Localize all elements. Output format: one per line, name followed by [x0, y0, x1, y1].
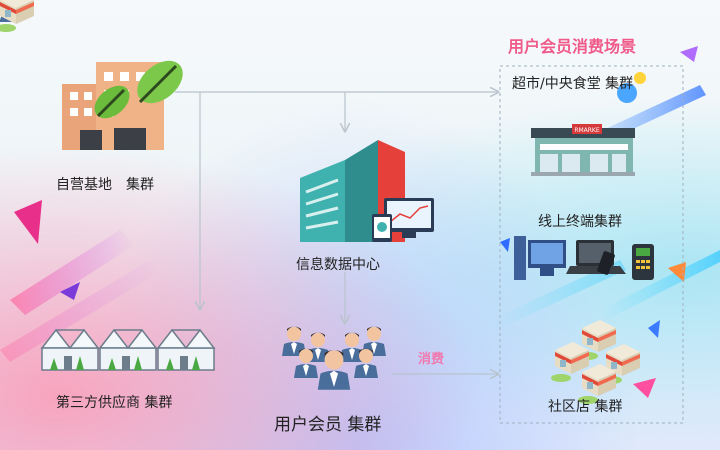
orange-triangle-decoration [668, 262, 686, 282]
violet-triangle-decoration [680, 46, 698, 62]
blue-dot-decoration [617, 83, 637, 103]
own-base-label: 自营基地 集群 [56, 177, 154, 193]
diagram-title: 用户会员消费场景 [508, 37, 637, 56]
third-party-label: 第三方供应商 集群 [56, 395, 173, 411]
pink-triangle-decoration [633, 378, 656, 398]
supermarket-label: 超市/中央食堂 集群 [512, 76, 634, 92]
yellow-dot-decoration [634, 72, 646, 84]
community-store-label: 社区店 集群 [548, 399, 623, 415]
magenta-triangle-decoration [14, 200, 42, 244]
supermarket-sign: RMARKE [574, 127, 600, 134]
consumption-scene-box [499, 65, 684, 424]
blue-triangle-small-decoration [500, 238, 510, 252]
purple-triangle-decoration [60, 282, 80, 300]
members-label: 用户会员 集群 [274, 415, 382, 435]
pink-streak [0, 230, 160, 362]
consumption-edge-label: 消费 [418, 352, 445, 367]
blue-triangle-decoration [648, 320, 660, 338]
data-center-label: 信息数据中心 [296, 257, 380, 273]
online-terminal-label: 线上终端集群 [538, 214, 622, 230]
